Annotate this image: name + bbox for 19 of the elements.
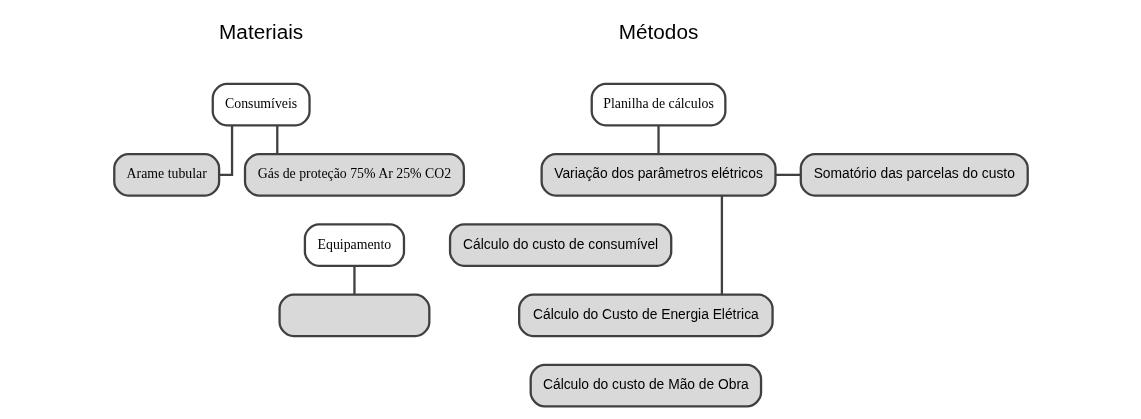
node-box: Cálculo do custo de consumível [448,222,672,267]
node-box: Arame tubular [112,152,220,197]
node-box: Gás de proteção 75% Ar 25% CO2 [243,152,465,197]
connector [720,195,723,295]
connector [352,265,356,294]
node-box [277,293,430,337]
node-box: Cálculo do Custo de Energia Elétrica [517,293,774,337]
connector [775,173,800,176]
node-box: Equipamento [303,222,405,267]
connector [218,125,233,176]
node-box: Variação dos parâmetros elétricos [540,152,777,197]
node-box: Planilha de cálculos [590,82,726,126]
connector [275,125,278,154]
label: Materiais [218,19,303,43]
node-box: Consumíveis [211,82,311,126]
connector [656,125,660,154]
label: Métodos [618,19,698,43]
node-box: Cálculo do custo de Mão de Obra [529,363,762,408]
node-box: Somatório das parcelas do custo [799,152,1029,197]
